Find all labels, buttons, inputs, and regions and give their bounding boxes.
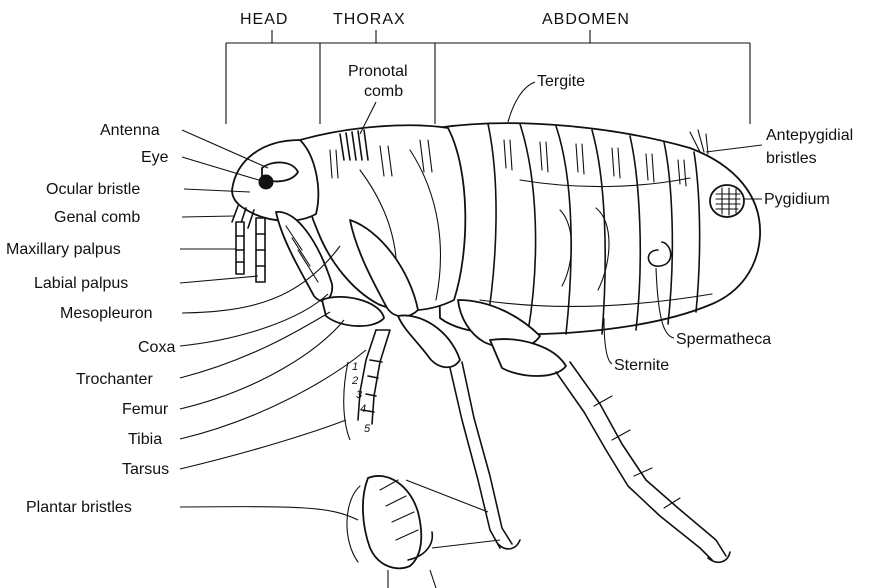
leader-tarsus — [180, 420, 346, 469]
leader-antepygidial — [706, 145, 762, 152]
label-plantar-bristles: Plantar bristles — [26, 499, 132, 516]
label-labial-palpus: Labial palpus — [34, 275, 128, 292]
label-spermatheca: Spermatheca — [676, 331, 771, 348]
tarsal-number-5: 5 — [364, 423, 371, 435]
leader-tergite — [508, 82, 535, 122]
tarsal-number-3: 3 — [356, 389, 363, 401]
region-brackets: HEAD THORAX ABDOMEN — [226, 11, 750, 124]
hindleg-claw — [708, 552, 730, 562]
label-eye: Eye — [141, 149, 169, 166]
label-mesopleuron: Mesopleuron — [60, 305, 153, 322]
midleg-tibia — [450, 368, 500, 548]
tarsal-number-1: 1 — [352, 361, 358, 373]
label-tarsus: Tarsus — [122, 461, 169, 478]
leader-trochanter — [180, 312, 330, 378]
label-antepygidial-line1: Antepygidial — [766, 127, 853, 144]
foreleg-tarsus — [362, 330, 390, 424]
label-pronotal-comb-line1: Pronotal — [348, 63, 408, 80]
label-antenna: Antenna — [100, 122, 160, 139]
detail-connector-1 — [406, 480, 488, 512]
tarsal-number-4: 4 — [360, 403, 366, 415]
label-pronotal-comb-line2: comb — [364, 83, 403, 100]
labial-palpus — [256, 218, 265, 282]
label-genal-comb: Genal comb — [54, 209, 140, 226]
midleg-claw — [498, 540, 520, 549]
leader-tibia — [180, 350, 366, 439]
label-coxa: Coxa — [138, 339, 175, 356]
plantar-circle — [347, 486, 360, 562]
pygidium-plate — [710, 185, 744, 217]
label-antepygidial-line2: bristles — [766, 150, 817, 167]
label-tibia: Tibia — [128, 431, 162, 448]
leader-genal-comb — [182, 216, 234, 217]
label-tergite: Tergite — [537, 73, 585, 90]
label-pygidium: Pygidium — [764, 191, 830, 208]
maxillary-palpus — [236, 222, 244, 274]
region-thorax-label: THORAX — [333, 11, 406, 28]
leader-plantar-bristles — [180, 507, 358, 520]
leader-femur — [180, 320, 344, 409]
label-sternite: Sternite — [614, 357, 669, 374]
leader-labial-palpus — [180, 276, 258, 283]
region-head-label: HEAD — [240, 11, 288, 28]
leader-coxa — [180, 294, 328, 346]
flea-illustration — [232, 123, 760, 588]
eye — [259, 175, 273, 189]
label-femur: Femur — [122, 401, 169, 418]
label-ocular-bristle: Ocular bristle — [46, 181, 140, 198]
hindleg-tibia — [556, 372, 712, 560]
hindleg-tibia-2 — [570, 362, 726, 556]
hindleg-femur — [490, 339, 566, 376]
tarsal-segment-numbers: 1 2 3 4 5 — [344, 361, 371, 440]
detail-connector-2 — [432, 540, 500, 548]
label-maxillary-palpus: Maxillary palpus — [6, 241, 121, 258]
region-abdomen-label: ABDOMEN — [542, 11, 630, 28]
label-trochanter: Trochanter — [76, 371, 153, 388]
detail-tick-2 — [430, 570, 436, 588]
leader-antenna — [182, 130, 268, 168]
tarsal-number-2: 2 — [351, 375, 358, 387]
tarsal-bracket — [344, 362, 350, 440]
